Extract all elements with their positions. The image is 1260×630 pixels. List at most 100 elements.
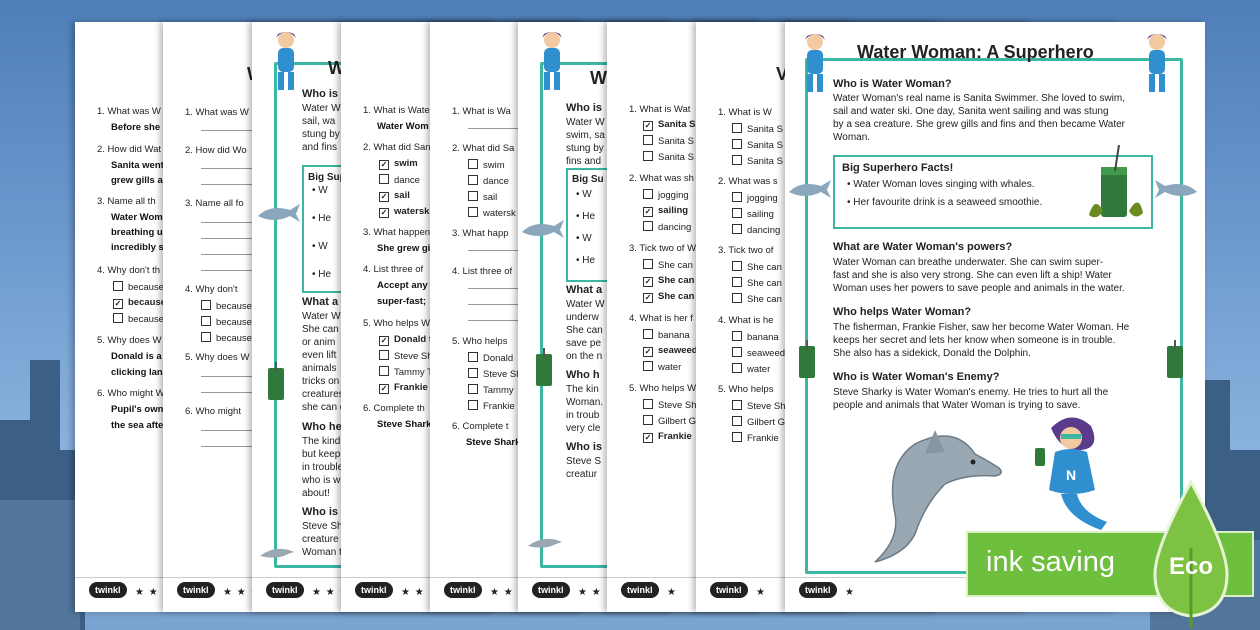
difficulty-stars: ★ ★: [578, 587, 602, 598]
facts-box: [566, 168, 628, 282]
difficulty-stars: ★ ★ ★: [135, 587, 173, 598]
question-5: 5. Who helps: [718, 384, 774, 395]
paragraph-line: Steve Sh: [302, 521, 343, 532]
answer-3: Water Wom: [111, 212, 163, 223]
question-4: 4. What is he: [718, 315, 774, 326]
paragraph-line: Water Woman can breathe underwater. She …: [833, 257, 1104, 268]
question-1: 1. What was W: [97, 106, 161, 117]
fact-item: • W: [312, 241, 328, 252]
question-2: 2. What was s: [718, 176, 778, 187]
paragraph-line: she can e: [302, 402, 346, 413]
dolphin-icon: [528, 538, 562, 548]
superhero-icon: [276, 32, 296, 90]
twinkl-logo: twinkl: [177, 582, 215, 598]
seaweed-smoothie-icon: [1089, 145, 1143, 218]
paragraph-line: Steve Sharky is Water Woman's enemy. He …: [833, 387, 1109, 398]
section-heading: Who he: [302, 421, 342, 433]
section-heading: What are Water Woman's powers?: [833, 241, 1013, 253]
ink-saving-label: ink saving: [986, 546, 1115, 578]
question-4: 4. Why don't: [185, 284, 238, 295]
paragraph-line: Water W: [302, 103, 341, 114]
section-heading: Who is Water Woman's Enemy?: [833, 371, 1000, 383]
option: Gilbert G: [643, 415, 696, 427]
option: dance: [379, 174, 420, 186]
question-3: 3. What happen: [363, 227, 431, 238]
sheet-title: W: [590, 68, 607, 88]
paragraph-line: Water Woman's real name is Sanita Swimme…: [833, 93, 1126, 104]
answer-6b: the sea afte: [111, 420, 164, 431]
superhero-icon: [1147, 34, 1167, 92]
option: Frankie: [468, 400, 515, 412]
option-checked: ✓sail: [379, 190, 410, 202]
answer-line: [468, 304, 528, 305]
question-4: 4. Why don't th: [97, 265, 161, 276]
paragraph-line: Woman.: [833, 132, 871, 143]
twinkl-logo: twinkl: [355, 582, 393, 598]
answer-line: [468, 320, 528, 321]
answer-line: [201, 254, 261, 255]
answer-4b: super-fast;: [377, 296, 427, 307]
question-2: 2. What was sh: [629, 173, 694, 184]
fact-item: • He: [312, 213, 332, 224]
option: jogging: [732, 192, 778, 204]
paragraph-line: keeps her secret and lets her know when …: [833, 335, 1116, 346]
option-checked: ✓because: [113, 297, 167, 309]
question-2: 2. How did Wat: [97, 144, 162, 155]
facts-box: [302, 165, 364, 293]
whale-icon: [789, 180, 831, 198]
option: Steve Sh: [379, 350, 433, 362]
section-heading: Who helps Water Woman?: [833, 306, 972, 318]
fact-item: • He: [576, 211, 596, 222]
svg-text:N: N: [1066, 467, 1076, 483]
paragraph-line: and fins: [302, 142, 338, 153]
water-woman-illustration: N: [1035, 417, 1107, 530]
question-5: 5. Why does W: [97, 335, 162, 346]
answer-2b: grew gills a: [111, 175, 163, 186]
question-2: 2. What did San: [363, 142, 431, 153]
facts-heading: Big Supe: [308, 172, 352, 183]
question-5: 5. Why does W: [185, 352, 250, 363]
paragraph-line: in trouble: [302, 462, 344, 473]
question-3: 3. Name all fo: [185, 198, 244, 209]
paragraph-line: Woman t: [302, 547, 342, 558]
question-2: 2. What did Sa: [452, 143, 515, 154]
page-title: Water Woman: A Superhero: [857, 42, 1094, 62]
answer-line: [201, 376, 261, 377]
paragraph-line: swim, sa: [566, 130, 605, 141]
smoothie-icon: [799, 340, 815, 378]
difficulty-stars: ★ ★: [490, 587, 514, 598]
option: dancing: [732, 224, 780, 236]
section-heading: Who is: [302, 506, 339, 518]
answer-5b: clicking lan: [111, 367, 163, 378]
answer-1: Water Wom: [377, 121, 429, 132]
section-heading: Who is: [302, 88, 339, 100]
option: because: [201, 300, 252, 312]
sheet-title: W: [328, 58, 345, 78]
answer-line: [201, 130, 261, 131]
answer-6: Steve Shark: [377, 419, 432, 430]
question-6: 6. Complete th: [363, 403, 425, 414]
option: water: [732, 363, 770, 375]
question-3: 3. Tick two of: [718, 245, 774, 256]
paragraph-line: She can: [302, 324, 339, 335]
paragraph-line: Water W: [566, 117, 605, 128]
question-4: 4. What is her f: [629, 313, 693, 324]
fact-item: • W: [312, 185, 328, 196]
option: Steve Sh: [643, 399, 697, 411]
answer-line: [201, 238, 261, 239]
paragraph-line: Water W: [302, 311, 341, 322]
option: Donald: [468, 352, 513, 364]
twinkl-logo: twinkl: [799, 582, 837, 598]
whale-icon: [1155, 180, 1197, 198]
answer-3c: incredibly s: [111, 242, 164, 253]
option: sailing: [732, 208, 774, 220]
option-checked: ✓Donald t: [379, 334, 432, 346]
option: Steve Sh: [468, 368, 522, 380]
question-1: 1. What was W: [185, 107, 249, 118]
answer-5: Donald is a: [111, 351, 162, 362]
answer-line: [201, 392, 261, 393]
fact-item: • Her favourite drink is a seaweed smoot…: [847, 197, 1043, 208]
worksheet-reading-1-star: Water Woman: A Superhero Who is Water Wo…: [785, 22, 1205, 612]
option: dancing: [643, 221, 691, 233]
option: because: [201, 332, 252, 344]
